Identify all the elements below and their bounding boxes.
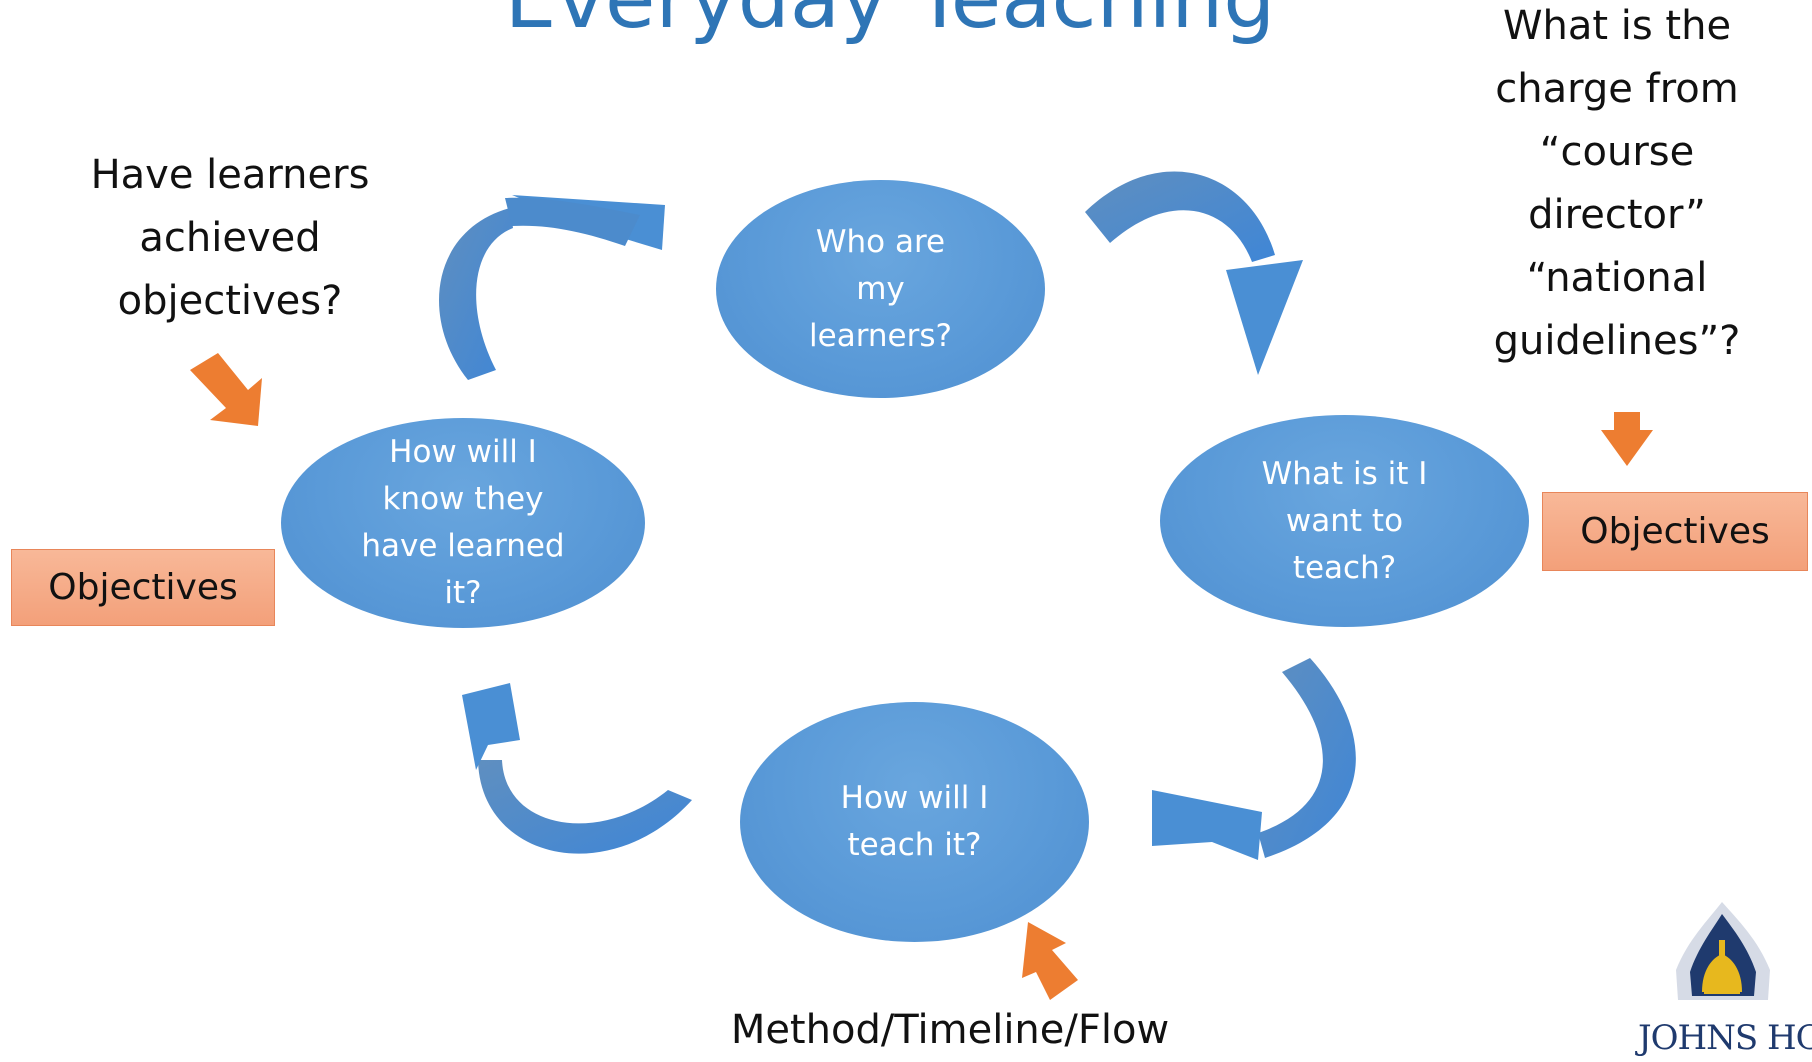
curved-arrow-bottom-to-left <box>462 683 692 854</box>
orange-arrow-top-right <box>1601 412 1653 466</box>
note-method-timeline-flow: Method/Timeline/Flow <box>730 1007 1170 1053</box>
node-learners: Who are my learners? <box>716 180 1045 398</box>
node-assessment-label: How will I know they have learned it? <box>361 434 565 611</box>
orange-arrow-bottom <box>1022 922 1078 1000</box>
logo-wordmark: JOHNS HOPKINS <box>1638 1018 1812 1057</box>
objectives-tag-left: Objectives <box>11 549 275 626</box>
curved-arrow-left-to-top <box>439 195 665 380</box>
note-have-learners-achieved: Have learners achieved objectives? <box>90 152 370 324</box>
johns-hopkins-logo: JOHNS HOPKINS <box>1618 900 1812 1057</box>
curved-arrow-right-to-bottom <box>1152 658 1356 860</box>
node-learners-label: Who are my learners? <box>809 223 952 354</box>
node-content: What is it I want to teach? <box>1160 415 1529 627</box>
curved-arrow-top-to-right <box>1085 171 1303 375</box>
page-title: Everyday Teaching <box>0 0 1780 47</box>
note-charge-from-director: What is the charge from “course director… <box>1493 3 1741 364</box>
shield-dome-icon <box>1676 902 1770 1000</box>
node-method: How will I teach it? <box>740 702 1089 942</box>
node-content-label: What is it I want to teach? <box>1261 455 1428 586</box>
objectives-tag-right: Objectives <box>1542 492 1808 571</box>
orange-arrow-top-left <box>190 353 262 426</box>
node-method-label: How will I teach it? <box>840 780 989 863</box>
node-assessment: How will I know they have learned it? <box>281 418 645 628</box>
